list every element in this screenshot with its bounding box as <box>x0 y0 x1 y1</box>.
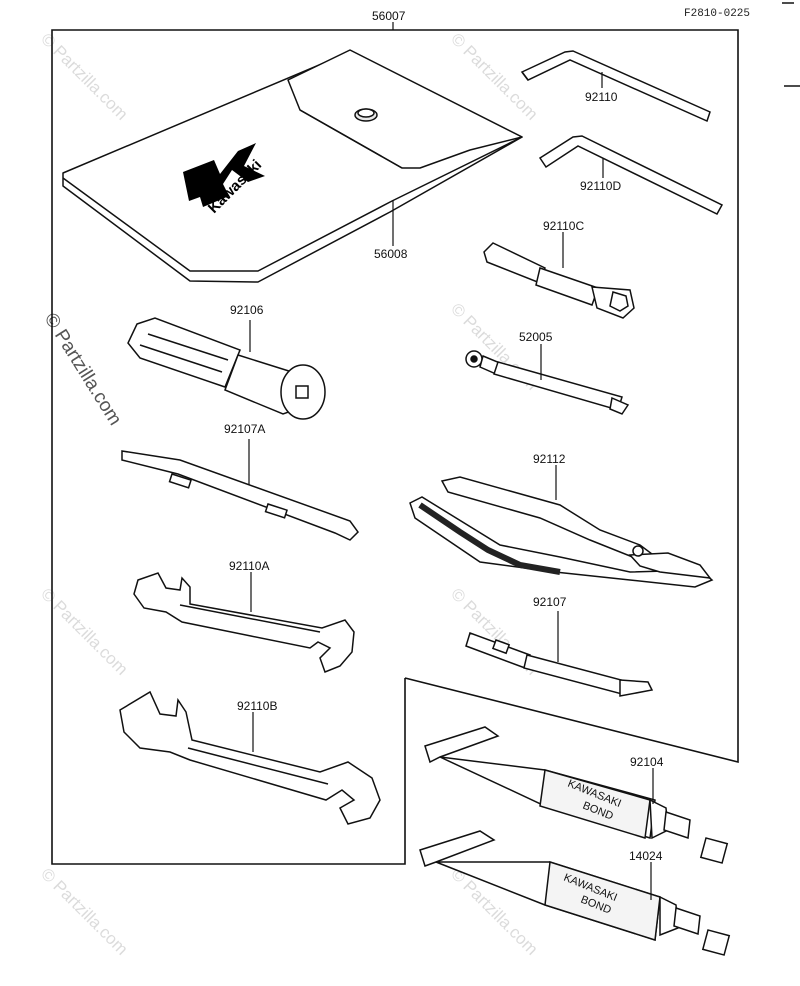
phillips-driver <box>465 632 654 697</box>
part-label-92110C: 92110C <box>543 219 584 233</box>
part-label-92110: 92110 <box>585 90 618 104</box>
combo-screwdriver-bit <box>121 450 359 541</box>
screwdriver-handle <box>127 317 326 420</box>
part-label-56008: 56008 <box>374 247 408 261</box>
part-label-14024: 14024 <box>629 849 663 863</box>
watermark: © Partzilla.com <box>37 864 131 958</box>
part-label-92110A: 92110A <box>229 559 269 573</box>
part-label-92107: 92107 <box>533 595 567 609</box>
part-label-92110B: 92110B <box>237 699 277 713</box>
part-label-92106: 92106 <box>230 303 264 317</box>
part-label-92107A: 92107A <box>224 422 265 436</box>
bond-tube-upper: KAWASAKI BOND <box>424 726 729 864</box>
part-label-92112: 92112 <box>533 452 566 466</box>
figure-code: F2810-0225 <box>684 8 750 20</box>
part-label-52005: 52005 <box>519 330 553 344</box>
tool-pouch: Kawasaki <box>62 49 523 283</box>
pliers <box>409 476 714 588</box>
kit-group-outline <box>51 29 739 865</box>
open-end-wrench-large <box>119 690 381 825</box>
open-end-wrench-small <box>133 572 355 673</box>
screwdriver-shaft <box>465 350 630 415</box>
part-label-56007: 56007 <box>372 9 406 23</box>
bond-tube-lower: KAWASAKI BOND <box>419 830 731 956</box>
part-label-92104: 92104 <box>630 755 664 769</box>
plug-socket <box>483 242 635 319</box>
part-label-92110D: 92110D <box>580 179 621 193</box>
hex-key-small <box>520 50 711 123</box>
hex-key-large <box>538 135 724 215</box>
